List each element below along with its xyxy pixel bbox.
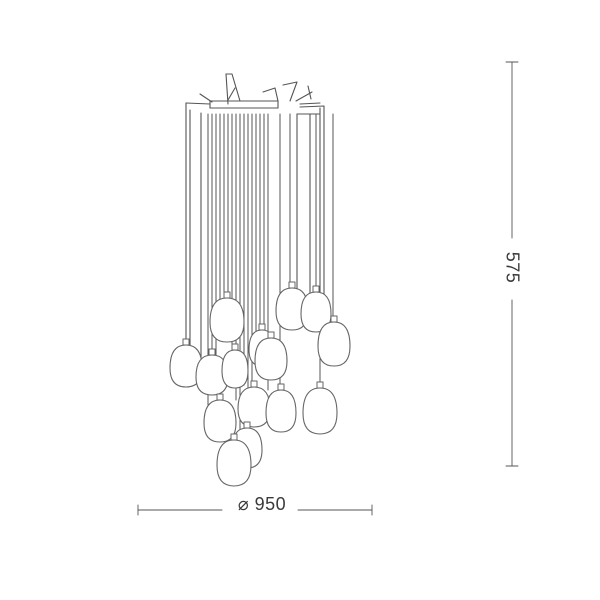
lamp-socket [250, 380, 258, 388]
shade-body [265, 389, 297, 433]
shade-body [209, 297, 245, 343]
glass-shade [209, 291, 245, 343]
glass-shade [216, 433, 252, 487]
lamp-socket [231, 343, 239, 351]
height-dimension-label: 575 [502, 251, 523, 284]
glass-shade [254, 331, 288, 381]
width-dimension-line [137, 504, 373, 516]
lamp-socket [258, 323, 266, 331]
lamp-socket [316, 381, 324, 389]
lamp-socket [277, 383, 285, 391]
lamp-socket [288, 281, 296, 289]
lamp-socket [208, 348, 216, 356]
lamp-socket [216, 393, 224, 401]
shade-body [216, 439, 252, 487]
glass-shade [265, 383, 297, 433]
lamp-socket [223, 291, 231, 299]
bracket-arms [185, 73, 325, 115]
glass-shades [169, 281, 351, 487]
shade-body [221, 349, 249, 389]
lamp-socket [182, 338, 190, 346]
glass-shade [237, 380, 271, 428]
glass-shade [300, 285, 332, 333]
shade-body [317, 321, 351, 367]
lamp-socket [312, 285, 320, 293]
glass-shade [317, 315, 351, 367]
shade-body [237, 386, 271, 428]
width-dimension-label: ⌀ 950 [237, 494, 287, 514]
lamp-socket [243, 421, 251, 429]
glass-shade [203, 393, 237, 443]
shade-body [300, 291, 332, 333]
glass-shade [221, 343, 249, 389]
shade-body [203, 399, 237, 443]
glass-shade [302, 381, 338, 435]
ceiling-canopy [209, 100, 279, 109]
lamp-socket [330, 315, 338, 323]
shade-body [254, 337, 288, 381]
lamp-socket [230, 433, 238, 441]
height-dimension-line [505, 61, 519, 467]
lamp-socket [267, 331, 275, 339]
shade-body [302, 387, 338, 435]
